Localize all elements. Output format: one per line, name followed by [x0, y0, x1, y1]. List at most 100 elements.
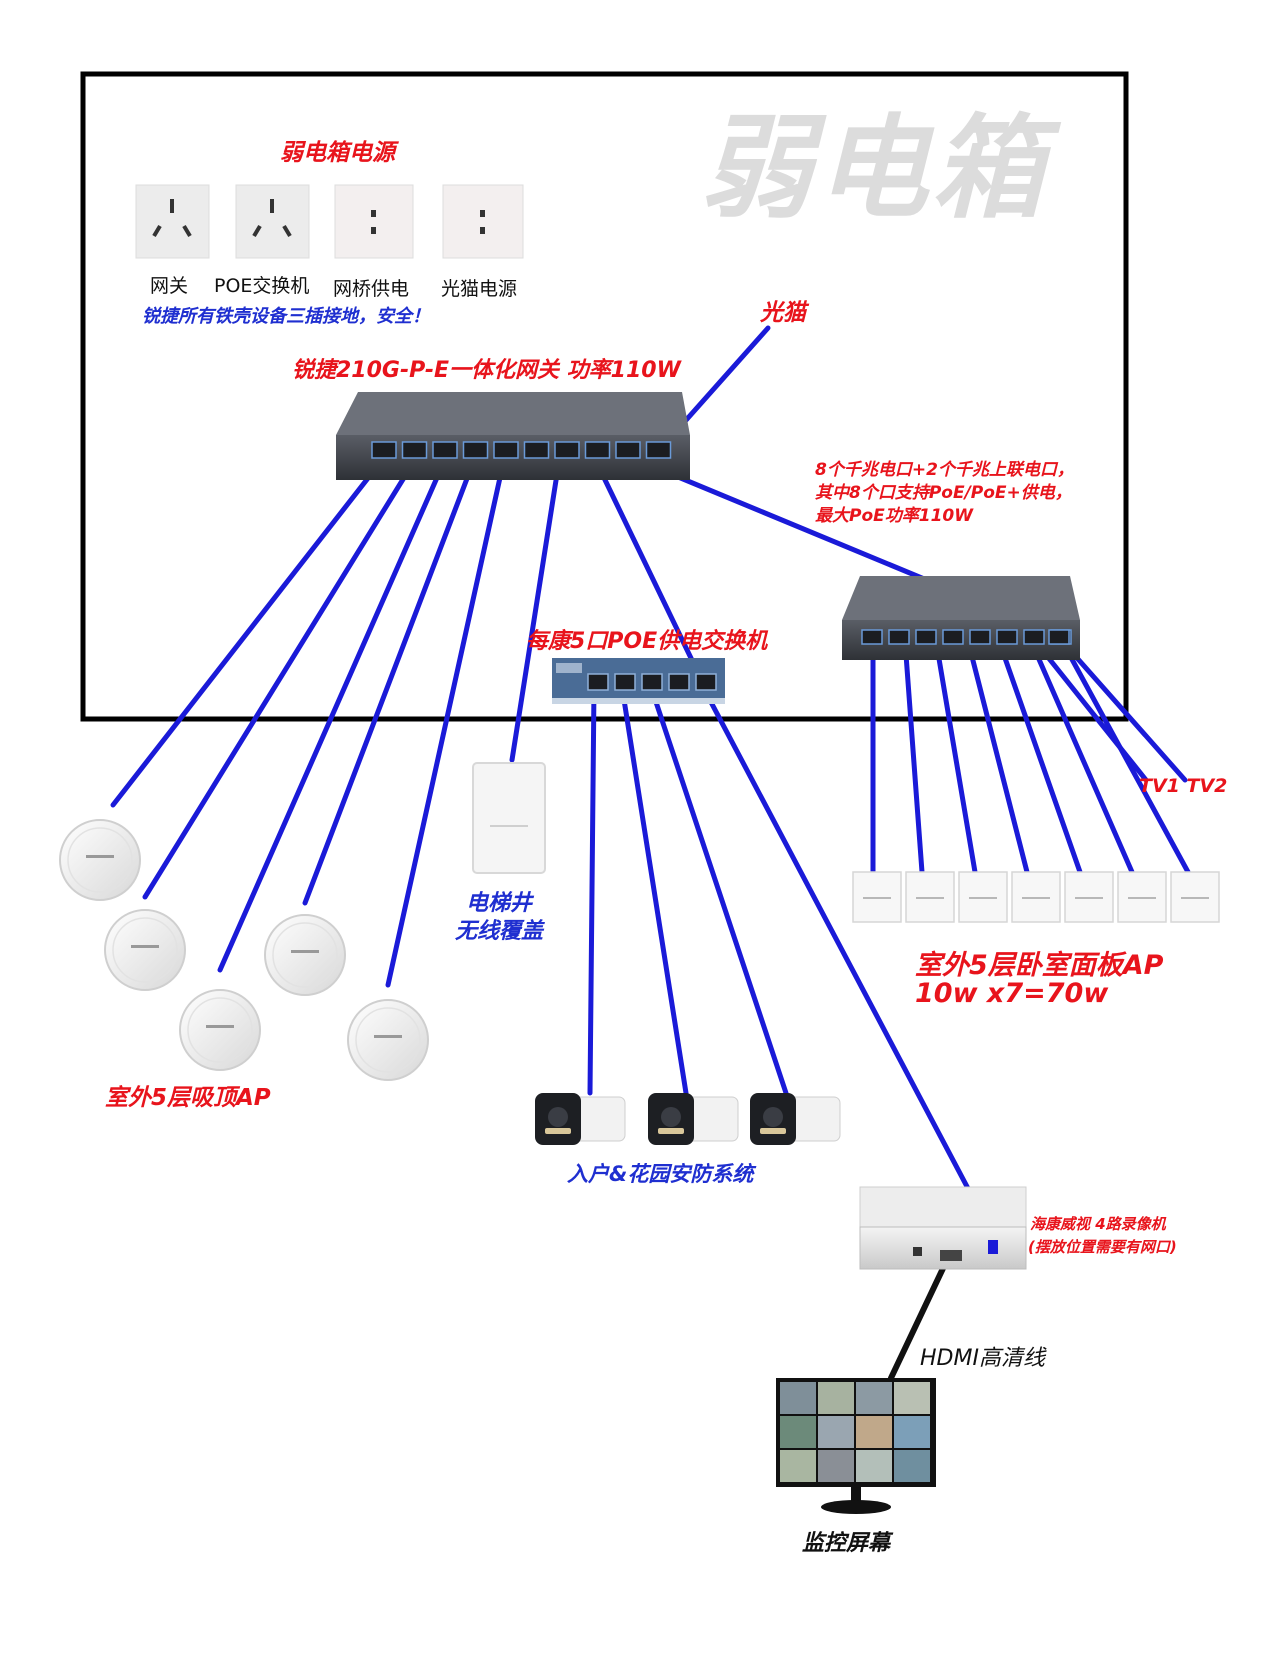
ceiling-ap-device	[264, 914, 346, 996]
elevator-label-1: 电梯井	[466, 891, 533, 916]
monitor-label: 监控屏幕	[802, 1531, 891, 1556]
monitor-tile	[894, 1382, 930, 1414]
monitor-tile	[894, 1416, 930, 1448]
gateway-port	[584, 441, 611, 459]
camera-body	[789, 1096, 841, 1142]
panel-switch-uplink-port	[1048, 629, 1070, 645]
cable-panel4	[965, 638, 1030, 875]
cable-panel3	[933, 638, 978, 875]
panel-ap-logo	[1022, 897, 1050, 899]
outlet-label-modem: 光猫电源	[441, 278, 518, 300]
camera-ir-light	[760, 1128, 786, 1134]
ceiling-ap-device	[104, 909, 186, 991]
ceiling-ap-logo	[291, 950, 319, 953]
panel-ap-device	[1011, 871, 1061, 923]
power-section-title: 弱电箱电源	[280, 140, 395, 166]
outlet-modem	[442, 184, 524, 259]
monitor-tile	[780, 1382, 816, 1414]
hdmi-cable	[888, 1259, 949, 1381]
gateway-port	[462, 441, 489, 459]
camera-ir-light	[658, 1128, 684, 1134]
tv-label: TV1 TV2	[1139, 775, 1228, 797]
poe-switch-title: 每康5口POE供电交换机	[526, 629, 768, 654]
panel-ap-switch	[842, 576, 1080, 660]
ceiling-ap-ring	[112, 917, 178, 983]
cable-panel2	[902, 638, 925, 875]
monitor-tile	[818, 1382, 854, 1414]
cable-cam1	[587, 684, 597, 1096]
hdmi-label: HDMI高清线	[920, 1346, 1045, 1371]
poe-switch-device	[552, 658, 725, 704]
camera-lens	[661, 1107, 681, 1127]
panel-switch-port	[1023, 629, 1045, 645]
gateway-switch	[336, 392, 690, 480]
panel-ap-logo	[916, 897, 944, 899]
monitor-tile	[818, 1450, 854, 1482]
nvr-device	[859, 1186, 1027, 1270]
outlet-label-bridge: 网桥供电	[333, 278, 410, 300]
panel-switch-port	[861, 629, 883, 645]
elevator-label-2: 无线覆盖	[455, 919, 544, 944]
grounding-note: 锐捷所有铁壳设备三插接地，安全！	[142, 306, 430, 327]
cable-group	[110, 325, 1191, 1235]
panel-switch-port	[888, 629, 910, 645]
cable-ap5	[385, 452, 508, 988]
gateway-port	[554, 441, 580, 459]
poe-switch-port	[668, 673, 690, 691]
ceiling-ap-ring	[187, 997, 253, 1063]
panel-switch-port	[942, 629, 964, 645]
gateway-port	[645, 441, 672, 459]
nvr-label-2: (摆放位置需要有网口)	[1028, 1238, 1177, 1256]
outlet-label-gateway: 网关	[150, 275, 189, 297]
gateway-spec-2: 其中8个口支持PoE/PoE+供电，	[815, 483, 1072, 503]
ceiling-ap-label: 室外5层吸顶AP	[105, 1085, 271, 1111]
gateway-port	[523, 441, 550, 459]
panel-switch-port	[915, 629, 937, 645]
outlet-poe-switch	[235, 184, 310, 259]
poe-switch-port	[587, 673, 609, 691]
ceiling-ap-logo	[374, 1035, 402, 1038]
poe-switch-port	[614, 673, 636, 691]
ceiling-ap-ring	[67, 827, 133, 893]
cable-bridge	[509, 452, 563, 763]
cable-panel5	[996, 638, 1083, 875]
gateway-port	[401, 441, 428, 459]
ceiling-ap-ring	[272, 922, 338, 988]
poe-switch-port	[641, 673, 663, 691]
ceiling-ap-device	[59, 819, 141, 901]
poe-switch-port	[695, 673, 717, 691]
gateway-title: 锐捷210G-P-E一体化网关 功率110W	[292, 358, 681, 383]
monitor-device	[776, 1378, 936, 1514]
monitor-tile	[780, 1450, 816, 1482]
outlet-gateway	[135, 184, 210, 259]
camera-lens	[548, 1107, 568, 1127]
ceiling-ap-ring	[355, 1007, 421, 1073]
gateway-port	[432, 441, 458, 459]
cable-tv2	[1059, 638, 1188, 783]
nvr-label-1: 海康威视 4路录像机	[1030, 1215, 1166, 1233]
watermark-title: 弱电箱	[700, 104, 1048, 234]
camera-lens	[763, 1107, 783, 1127]
cable-ap4	[302, 452, 479, 906]
ceiling-ap-logo	[86, 855, 114, 858]
monitor-tile	[856, 1450, 892, 1482]
monitor-tile	[894, 1450, 930, 1482]
weak-current-box	[80, 71, 1129, 722]
camera-body	[687, 1096, 739, 1142]
ceiling-ap-device	[347, 999, 429, 1081]
cable-nvr	[700, 684, 994, 1235]
gateway-spec-3: 最大PoE功率110W	[815, 506, 973, 526]
panel-ap-label-1: 室外5层卧室面板AP	[915, 950, 1164, 981]
cable-poe-switch	[590, 452, 706, 686]
panel-ap-logo	[863, 897, 891, 899]
monitor-tile	[856, 1416, 892, 1448]
ceiling-ap-logo	[131, 945, 159, 948]
ceiling-ap-device	[179, 989, 261, 1071]
gateway-spec-1: 8个千兆电口+2个千兆上联电口，	[815, 460, 1074, 480]
cable-ap1	[110, 452, 389, 808]
cable-ap3	[217, 452, 450, 973]
gateway-port	[371, 441, 397, 459]
cable-tv1	[1032, 638, 1149, 783]
